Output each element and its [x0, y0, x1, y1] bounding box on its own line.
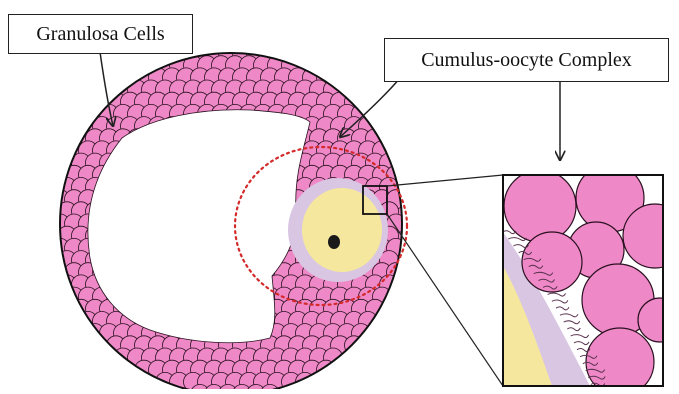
zoom-connector-bottom — [387, 214, 503, 386]
granulosa-cell — [345, 336, 364, 355]
magnified-inset — [503, 164, 679, 389]
magnified-granulosa-cell — [623, 204, 679, 268]
nucleus-dot — [328, 235, 340, 249]
magnified-granulosa-cell — [586, 328, 654, 389]
magnified-granulosa-cell — [522, 232, 582, 292]
magnified-granulosa-cell — [504, 170, 576, 242]
magnified-granulosa-cell — [638, 298, 679, 342]
cumulus-oocyte-complex-label: Cumulus-oocyte Complex — [384, 38, 669, 82]
oocyte-shape — [302, 188, 382, 272]
zoom-connector-top — [387, 175, 503, 186]
cumulus-oocyte-complex-text: Cumulus-oocyte Complex — [421, 50, 632, 70]
granulosa-cells-text: Granulosa Cells — [36, 24, 164, 44]
granulosa-cells-label: Granulosa Cells — [8, 14, 193, 54]
